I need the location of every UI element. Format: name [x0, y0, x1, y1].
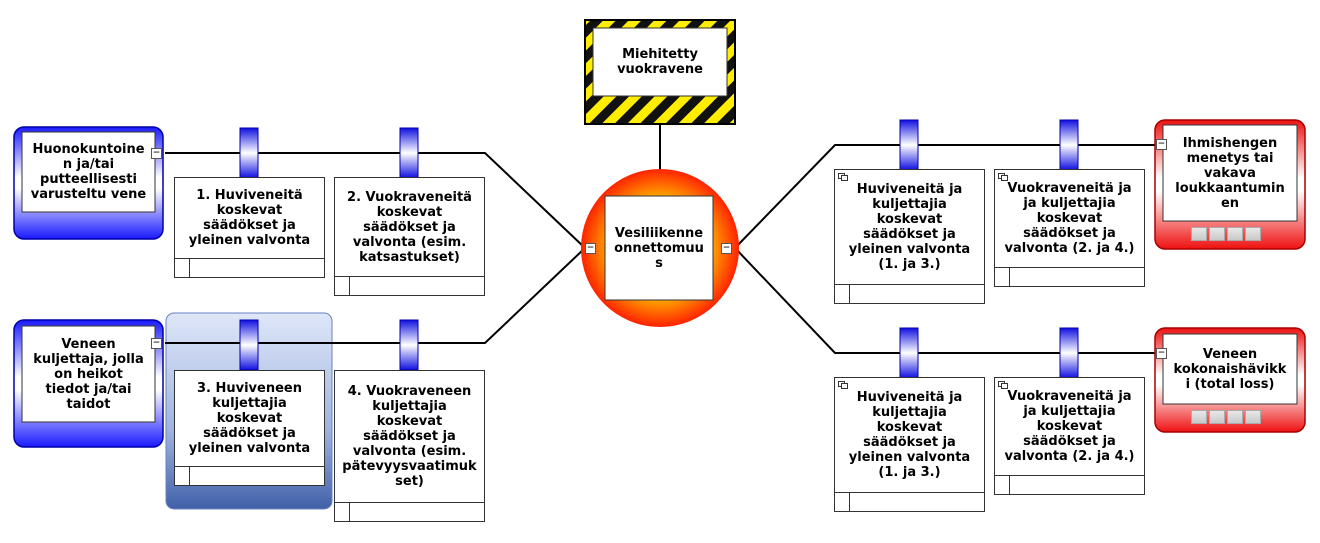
- barrier-box-4[interactable]: 4. Vuokraveneen kuljettajia koskevat sää…: [334, 370, 485, 522]
- collapse-toggle-threat-1[interactable]: −: [151, 148, 162, 159]
- barrier-box-3[interactable]: 3. Huviveneen kuljettajia koskevat säädö…: [174, 370, 325, 486]
- barrier-tab-5: [899, 119, 919, 171]
- barrier-label-3: 3. Huviveneen kuljettajia koskevat säädö…: [188, 381, 311, 456]
- barrier-box-7[interactable]: Huviveneitä ja kuljettajia koskevat sääd…: [834, 377, 985, 512]
- barrier-label-2: 2. Vuokraveneitä koskevat säädökset ja v…: [347, 189, 472, 265]
- barrier-footer: [835, 284, 984, 303]
- collapse-toggle-threat-2[interactable]: −: [151, 338, 162, 349]
- barrier-footer: [995, 475, 1144, 494]
- barrier-label-5: Huviveneitä ja kuljettajia koskevat sääd…: [848, 182, 971, 272]
- barrier-box-8[interactable]: Vuokraveneitä ja ja kuljettajia koskevat…: [994, 377, 1145, 495]
- barrier-box-2[interactable]: 2. Vuokraveneitä koskevat säädökset ja v…: [334, 177, 485, 296]
- severity-meter-1: [1191, 227, 1261, 241]
- severity-meter-2: [1191, 410, 1261, 424]
- linked-barrier-icon: [998, 381, 1008, 389]
- collapse-toggle-consequence-2[interactable]: −: [1156, 348, 1167, 359]
- hazard-label: Miehitetty vuokravene: [617, 47, 703, 77]
- barrier-footer: [335, 276, 484, 295]
- barrier-tab-3: [239, 319, 259, 371]
- barrier-box-6[interactable]: Vuokraveneitä ja ja kuljettajia koskevat…: [994, 169, 1145, 287]
- barrier-tab-4: [399, 319, 419, 371]
- top-event-label: Vesiliikenne onnettomuu s: [614, 225, 704, 271]
- barrier-box-1[interactable]: 1. Huviveneitä koskevat säädökset ja yle…: [174, 177, 325, 278]
- barrier-tab-2: [399, 127, 419, 179]
- threat-label-2: Veneen kuljettaja, jolla on heikot tiedo…: [33, 336, 144, 412]
- threat-label-1: Huonokuntoine n ja/tai putteellisesti va…: [30, 142, 147, 202]
- barrier-footer: [175, 258, 324, 277]
- barrier-footer: [175, 466, 324, 485]
- barrier-box-5[interactable]: Huviveneitä ja kuljettajia koskevat sääd…: [834, 169, 985, 304]
- linked-barrier-icon: [838, 173, 848, 181]
- linked-barrier-icon: [998, 173, 1008, 181]
- barrier-footer: [995, 267, 1144, 286]
- collapse-toggle-top-right[interactable]: −: [721, 243, 732, 254]
- barrier-tab-8: [1059, 327, 1079, 379]
- barrier-label-4: 4. Vuokraveneen kuljettajia koskevat sää…: [342, 384, 477, 489]
- barrier-label-6: Vuokraveneitä ja ja kuljettajia koskevat…: [1004, 181, 1135, 256]
- barrier-label-1: 1. Huviveneitä koskevat säädökset ja yle…: [188, 188, 311, 248]
- barrier-label-7: Huviveneitä ja kuljettajia koskevat sääd…: [848, 390, 971, 480]
- linked-barrier-icon: [838, 381, 848, 389]
- collapse-toggle-top-left[interactable]: −: [585, 243, 596, 254]
- barrier-footer: [835, 492, 984, 511]
- consequence-label-2: Veneen kokonaishävikk i (total loss): [1173, 346, 1287, 392]
- consequence-label-1: Ihmishengen menetys tai vakava loukkaant…: [1175, 135, 1285, 211]
- barrier-tab-7: [899, 327, 919, 379]
- barrier-tab-1: [239, 127, 259, 179]
- barrier-tab-6: [1059, 119, 1079, 171]
- collapse-toggle-consequence-1[interactable]: −: [1156, 139, 1167, 150]
- barrier-footer: [335, 502, 484, 521]
- barrier-label-8: Vuokraveneitä ja ja kuljettajia koskevat…: [1004, 389, 1135, 464]
